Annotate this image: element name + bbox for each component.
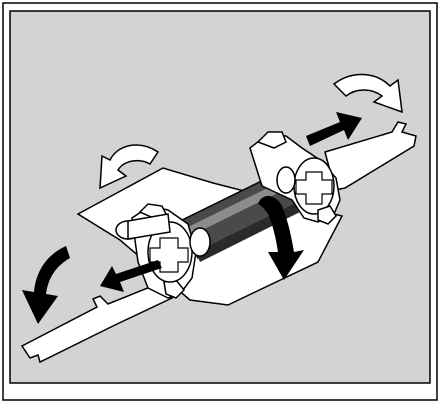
left-bracket-cross: [149, 237, 189, 273]
tape-strip-left: [20, 282, 174, 364]
right-bracket-cross: [295, 171, 333, 205]
roller-highlight: [186, 178, 292, 236]
right-bracket-tab-top: [256, 131, 287, 149]
right-bracket-tab-bottom: [317, 205, 337, 225]
fold-down-left-arrow: [22, 246, 70, 324]
right-bracket-ring: [276, 166, 296, 194]
left-end-bracket: [115, 203, 211, 299]
tape-strip-right: [324, 121, 417, 191]
rotate-left-arrow: [99, 144, 160, 190]
rotate-right-arrow: [332, 73, 403, 114]
right-end-bracket: [249, 131, 341, 225]
left-bracket-ring: [189, 227, 211, 257]
left-spindle-shaft: [127, 213, 171, 240]
pull-right-arrow: [306, 112, 362, 146]
fold-down-right-arrow: [258, 195, 304, 280]
pull-left-arrow: [100, 260, 162, 292]
